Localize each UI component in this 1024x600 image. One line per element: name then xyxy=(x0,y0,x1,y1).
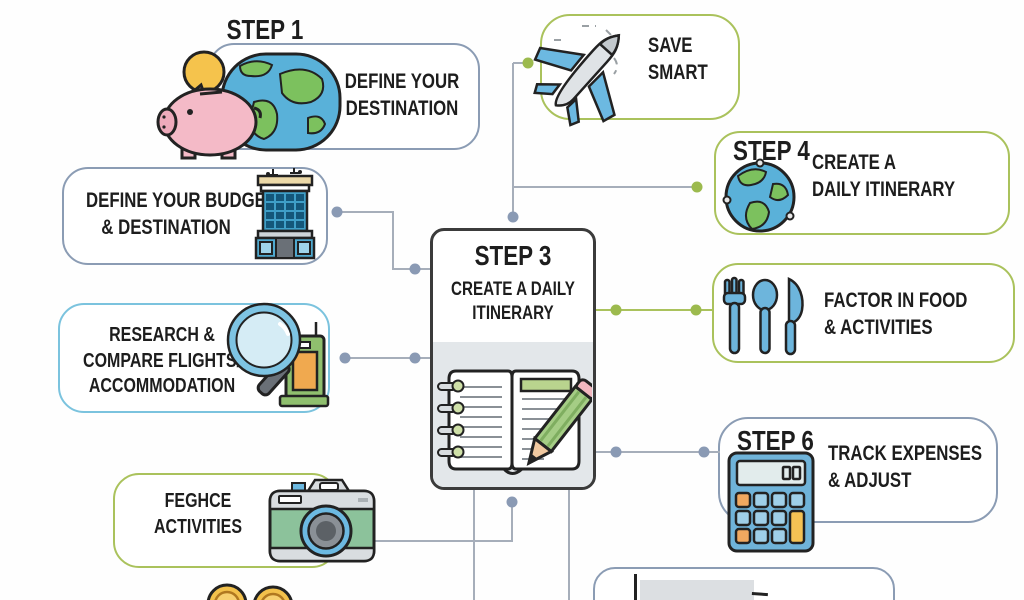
connector-line xyxy=(352,540,513,542)
connector-dot xyxy=(409,352,421,364)
step3-text-line: CREATE A DAILY xyxy=(451,279,575,300)
connector-line xyxy=(596,451,720,453)
research-text: RESEARCH & COMPARE FLIGHTS/ ACCOMMODATIO… xyxy=(62,323,262,400)
activities-text: FEGHCE ACTIVITIES xyxy=(128,489,268,540)
cutlery-icon xyxy=(718,276,810,358)
connector-line xyxy=(392,212,394,270)
connector-line xyxy=(511,502,513,542)
magnifier-phone-icon xyxy=(222,300,338,412)
connector-dot xyxy=(522,57,534,69)
step4-label-wrap: STEP 4 xyxy=(733,133,843,169)
calculator-icon xyxy=(726,450,816,554)
step6-text-line: & ADJUST xyxy=(828,468,912,492)
research-line: COMPARE FLIGHTS/ xyxy=(83,349,241,372)
globe-icon xyxy=(720,156,800,236)
step3-label-wrap: STEP 3 xyxy=(430,238,596,274)
step1-text: DEFINE YOUR DESTINATION xyxy=(328,69,476,123)
food-line: & ACTIVITIES xyxy=(824,315,933,339)
connector-line xyxy=(513,186,697,188)
step3-text-line: ITINERARY xyxy=(472,303,554,325)
connector-dot xyxy=(339,352,351,364)
step6-label-wrap: STEP 6 xyxy=(737,423,847,459)
connector-line xyxy=(596,309,712,311)
budget-line: DEFINE YOUR BUDGET xyxy=(86,189,277,212)
step4-text: CREATE A DAILY ITINERARY xyxy=(812,150,1007,204)
connector-dot xyxy=(698,446,710,458)
step3-label: STEP 3 xyxy=(474,240,552,271)
connector-line xyxy=(473,490,475,600)
step1-label-wrap: STEP 1 xyxy=(200,12,330,48)
camera-icon xyxy=(262,476,382,568)
step4-text-line: CREATE A xyxy=(812,151,896,174)
connector-dot xyxy=(691,181,703,193)
budget-line: & DESTINATION xyxy=(101,215,231,239)
budget-text: DEFINE YOUR BUDGET & DESTINATION xyxy=(66,188,277,242)
connector-dot xyxy=(409,263,421,275)
connector-dot xyxy=(690,304,702,316)
step6-label: STEP 6 xyxy=(737,425,814,456)
connector-dot xyxy=(610,446,622,458)
connector-line xyxy=(568,490,570,600)
hotel-building-icon xyxy=(252,166,318,260)
connector-dot xyxy=(506,496,518,508)
connector-line xyxy=(512,63,514,217)
document-icon xyxy=(634,574,784,600)
step3-text: CREATE A DAILY ITINERARY xyxy=(426,278,600,327)
step6-text-line: TRACK EXPENSES xyxy=(828,442,983,465)
step4-text-line: DAILY ITINERARY xyxy=(812,177,956,201)
connector-line xyxy=(513,62,529,64)
step1-text-line: DEFINE YOUR xyxy=(344,70,460,93)
food-text: FACTOR IN FOOD & ACTIVITIES xyxy=(824,288,1009,342)
activities-line: ACTIVITIES xyxy=(153,515,242,538)
step6-text: TRACK EXPENSES & ADJUST xyxy=(828,441,1003,495)
step1-text-line: DESTINATION xyxy=(345,96,459,120)
connector-dot xyxy=(507,211,519,223)
activities-line: FEGHCE xyxy=(164,490,232,512)
save-smart-line: SAVE xyxy=(648,34,693,57)
piggy-bank-globe-icon xyxy=(156,44,342,164)
notebook-pencil-icon xyxy=(436,355,599,487)
save-smart-line: SMART xyxy=(648,60,708,84)
connector-line xyxy=(337,211,394,213)
connector-dot xyxy=(610,304,622,316)
research-line: RESEARCH & xyxy=(109,324,215,346)
step4-label: STEP 4 xyxy=(733,135,810,166)
research-line: ACCOMMODATION xyxy=(88,375,236,398)
connector-line xyxy=(343,357,432,359)
step1-label: STEP 1 xyxy=(226,14,304,45)
connector-dot xyxy=(331,206,343,218)
food-line: FACTOR IN FOOD xyxy=(824,289,968,312)
save-smart-text: SAVE SMART xyxy=(648,33,738,87)
airplane-icon xyxy=(524,18,644,130)
coins-icon xyxy=(203,580,313,600)
